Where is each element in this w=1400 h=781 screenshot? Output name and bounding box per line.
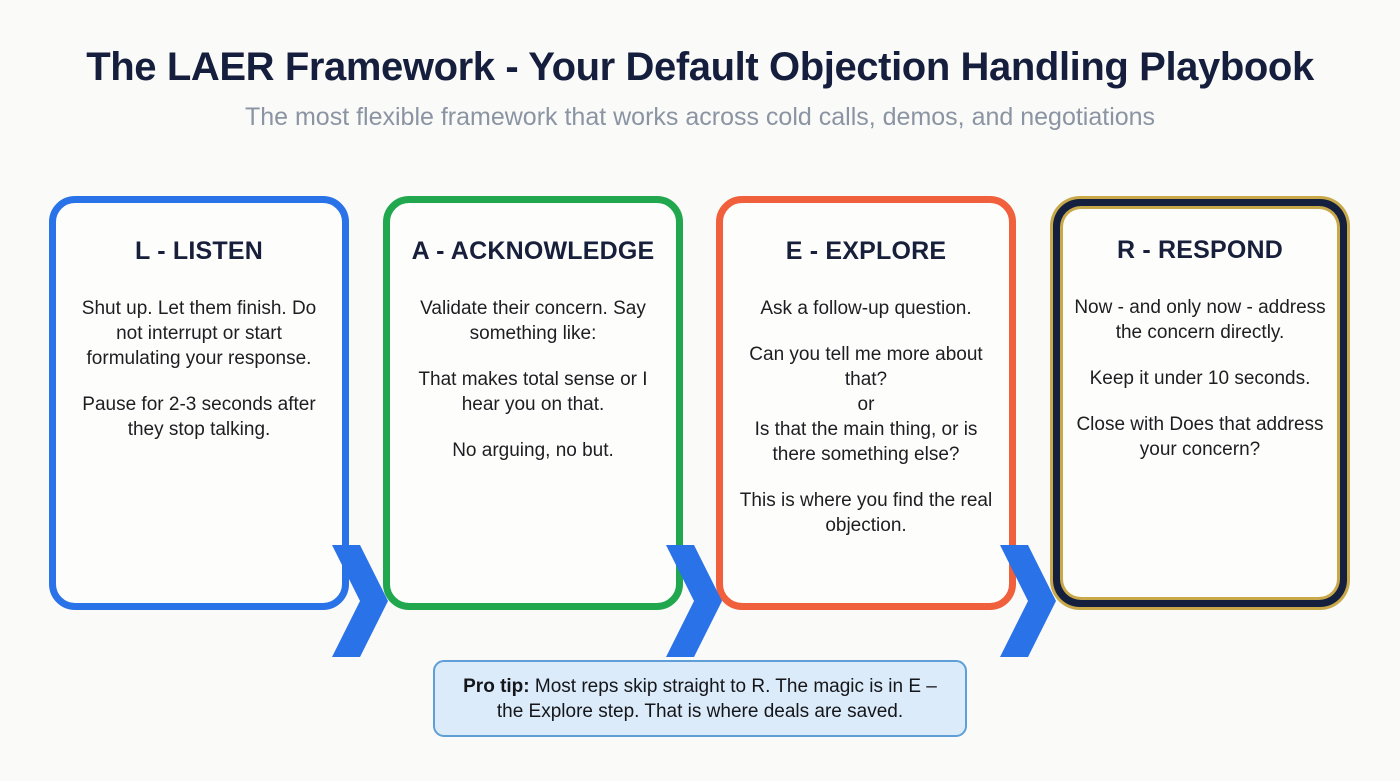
step-body-explore: Ask a follow-up question. Can you tell m… (737, 296, 995, 538)
step-body-acknowledge: Validate their concern. Say something li… (404, 296, 662, 463)
step-body-listen: Shut up. Let them finish. Do not interru… (70, 296, 328, 442)
step-heading-listen: L - LISTEN (135, 237, 263, 265)
step-paragraph: Pause for 2-3 seconds after they stop ta… (82, 394, 316, 440)
step-paragraph: Shut up. Let them finish. Do not interru… (81, 298, 317, 369)
step-body-respond: Now - and only now - address the concern… (1073, 295, 1327, 462)
step-paragraph: Now - and only now - address the concern… (1074, 297, 1326, 343)
pro-tip-callout: Pro tip: Most reps skip straight to R. T… (433, 660, 967, 737)
step-paragraph: That makes total sense or I hear you on … (418, 369, 648, 415)
step-paragraph: Close with Does that address your concer… (1076, 414, 1324, 460)
step-paragraph: This is where you find the real objectio… (739, 490, 993, 536)
arrow-listen-to-acknowledge-icon (332, 545, 388, 657)
header: The LAER Framework - Your Default Object… (0, 44, 1400, 132)
step-paragraph: No arguing, no but. (452, 440, 614, 461)
respond-gold-inner-ring: R - RESPOND Now - and only now - address… (1060, 206, 1340, 600)
step-card-acknowledge[interactable]: A - ACKNOWLEDGE Validate their concern. … (383, 196, 683, 610)
step-heading-respond: R - RESPOND (1116, 236, 1284, 264)
arrow-acknowledge-to-explore-icon (666, 545, 722, 657)
step-card-respond[interactable]: R - RESPOND Now - and only now - address… (1050, 196, 1350, 610)
step-heading-acknowledge: A - ACKNOWLEDGE (411, 237, 655, 265)
step-paragraph: Ask a follow-up question. (760, 298, 972, 319)
respond-gold-outer-ring: R - RESPOND Now - and only now - address… (1050, 196, 1350, 610)
step-paragraph: Keep it under 10 seconds. (1089, 368, 1311, 389)
page-title: The LAER Framework - Your Default Object… (86, 45, 1314, 89)
respond-navy-band: R - RESPOND Now - and only now - address… (1053, 199, 1347, 607)
step-paragraph: Validate their concern. Say something li… (420, 298, 646, 344)
step-card-explore[interactable]: E - EXPLORE Ask a follow-up question. Ca… (716, 196, 1016, 610)
pro-tip-body: Most reps skip straight to R. The magic … (496, 675, 937, 722)
step-card-listen[interactable]: L - LISTEN Shut up. Let them finish. Do … (49, 196, 349, 610)
pro-tip-text: Pro tip: Most reps skip straight to R. T… (453, 674, 947, 724)
pro-tip-label: Pro tip: (463, 675, 530, 697)
page-subtitle: The most flexible framework that works a… (244, 103, 1156, 131)
step-heading-explore: E - EXPLORE (785, 237, 947, 265)
arrow-explore-to-respond-icon (1000, 545, 1056, 657)
step-paragraph: Can you tell me more about that? or Is t… (749, 344, 983, 465)
respond-card-face: R - RESPOND Now - and only now - address… (1063, 209, 1337, 597)
steps-row: L - LISTEN Shut up. Let them finish. Do … (0, 196, 1400, 657)
